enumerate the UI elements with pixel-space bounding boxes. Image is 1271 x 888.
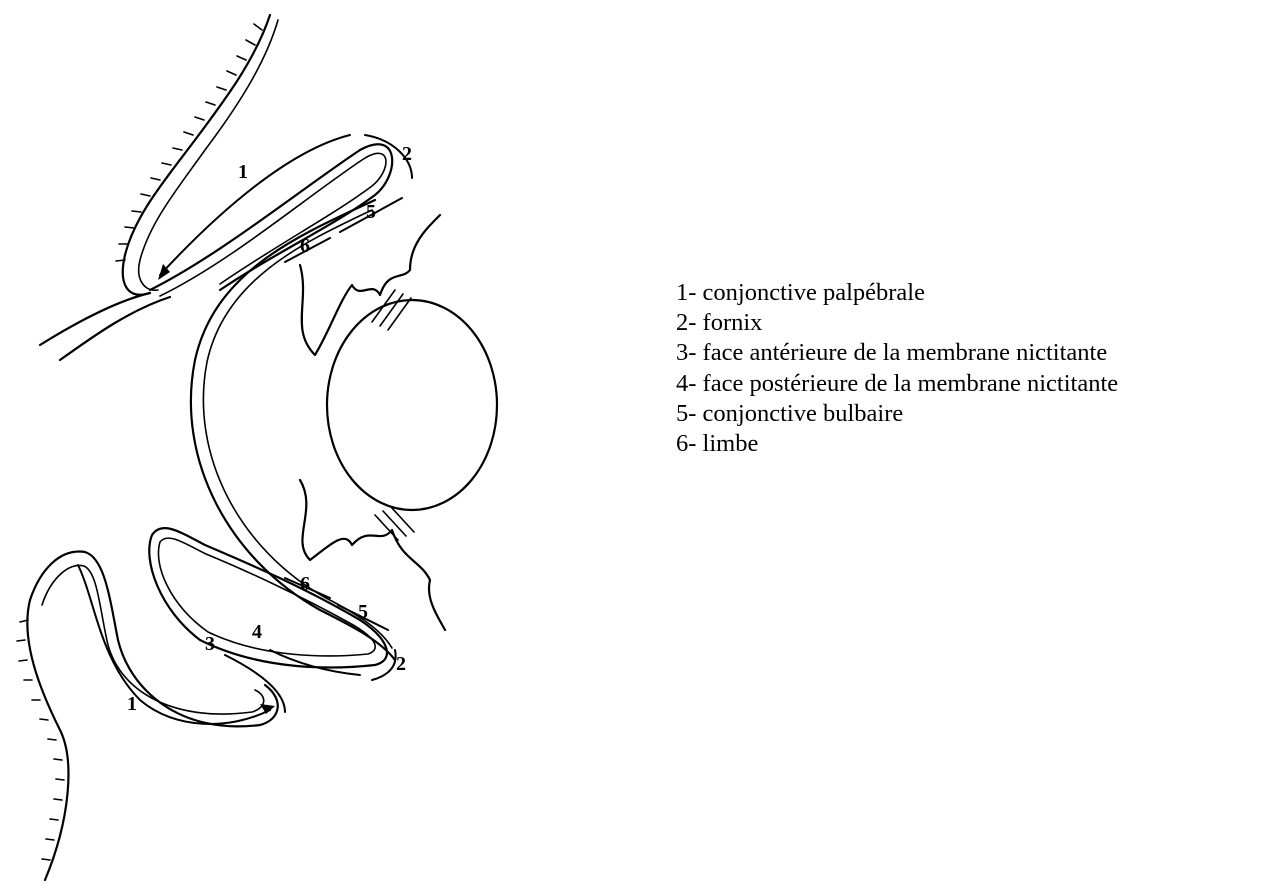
marker-lower-5: 5	[358, 601, 368, 623]
eye-globe	[300, 215, 497, 630]
upper-eyelid-hairs	[116, 24, 262, 261]
arrow-upper-1	[160, 135, 350, 275]
legend-item: 4- face postérieure de la membrane nicti…	[676, 369, 1118, 399]
lower-eyelid-outer-skin	[27, 600, 68, 880]
bulbar-arc	[191, 200, 395, 660]
nictitating-membrane-inner	[158, 538, 375, 656]
upper-eyelid-skin	[123, 15, 270, 295]
nictitating-membrane	[149, 528, 387, 667]
marker-lower-1: 1	[127, 693, 137, 715]
nictitating-membrane-outer	[149, 528, 387, 667]
arrows	[78, 135, 412, 724]
lower-eyelid-hairs	[17, 620, 64, 860]
legend-item: 3- face antérieure de la membrane nictit…	[676, 338, 1118, 368]
lower-eyelid-inner	[42, 565, 264, 714]
marker-upper-5: 5	[366, 201, 376, 223]
upper-eyelid-margin	[40, 293, 150, 345]
markers: 1 2 5 6 1 3 4 6 5 2	[127, 143, 412, 715]
legend: 1- conjonctive palpébrale 2- fornix 3- f…	[676, 278, 1118, 459]
legend-item: 2- fornix	[676, 308, 1118, 338]
lens	[327, 300, 497, 510]
legend-item: 6- limbe	[676, 429, 1118, 459]
marker-lower-3: 3	[205, 633, 215, 655]
legend-item: 1- conjonctive palpébrale	[676, 278, 1118, 308]
marker-lower-4: 4	[252, 621, 262, 643]
marker-upper-2: 2	[402, 143, 412, 165]
marker-upper-6: 6	[300, 235, 310, 257]
lower-eyelid	[17, 552, 278, 880]
bulbar-conjunctiva-outer	[191, 200, 395, 660]
marker-upper-1: 1	[238, 161, 248, 183]
marker-lower-2: 2	[396, 653, 406, 675]
legend-item: 5- conjonctive bulbaire	[676, 399, 1118, 429]
upper-eyelid-inner-skin	[139, 20, 278, 290]
marker-lower-6: 6	[300, 573, 310, 595]
upper-eyelid-margin-inner	[60, 297, 170, 360]
